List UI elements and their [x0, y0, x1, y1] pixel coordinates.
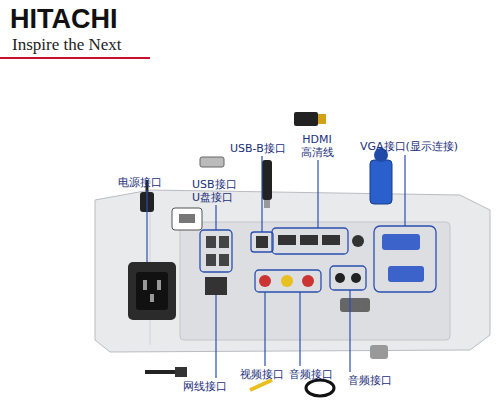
- port-label: 网线接口: [183, 380, 243, 393]
- port-label: USB-B接口: [230, 142, 300, 155]
- port-label: 音频接口: [348, 374, 408, 387]
- port-label: 视频接口: [240, 368, 295, 381]
- brand-logo: HITACHI: [10, 4, 118, 35]
- port-label: 电源接口: [118, 176, 178, 189]
- brand-slogan: Inspire the Next: [12, 35, 152, 54]
- port-label: 音频接口: [289, 368, 344, 381]
- port-label: VGA接口(显示连接): [360, 140, 490, 153]
- port-label: USB接口 U盘接口: [192, 178, 242, 204]
- port-label: HDMI 高清线: [294, 133, 340, 159]
